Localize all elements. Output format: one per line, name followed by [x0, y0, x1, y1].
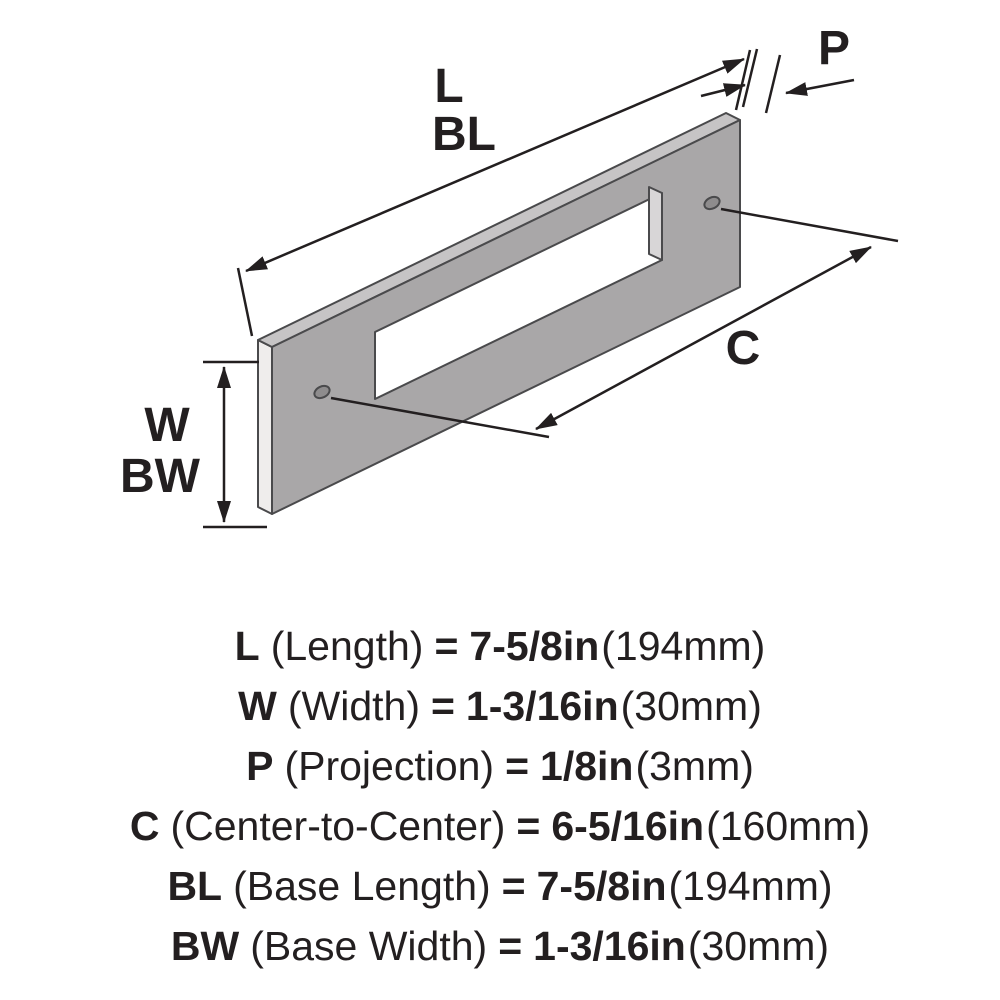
spec-metric: (30mm)	[687, 923, 830, 969]
center-to-center-label: C	[726, 322, 761, 375]
spec-code: L	[234, 623, 260, 669]
spec-metric: (3mm)	[635, 743, 754, 789]
equals-sign: =	[505, 743, 530, 789]
spec-value: 6-5/16in	[551, 803, 705, 849]
spec-name: (Length)	[270, 623, 424, 669]
spec-row-projection: P(Projection)=1/8in(3mm)	[0, 736, 1000, 796]
cutout-inner-wall	[648, 186, 663, 261]
equals-sign: =	[498, 923, 523, 969]
projection-label: P	[818, 22, 850, 75]
spec-value: 1-3/16in	[465, 683, 619, 729]
handle-dimension-drawing: L BL P C W BW	[120, 22, 899, 529]
spec-metric: (30mm)	[620, 683, 762, 729]
plate-side-face	[257, 339, 273, 515]
spec-name: (Base Length)	[233, 863, 491, 909]
width-label: W	[144, 399, 190, 452]
center-dimension-line	[535, 245, 872, 431]
spec-value: 7-5/8in	[536, 863, 667, 909]
projection-arrow-left	[700, 83, 746, 98]
equals-sign: =	[501, 863, 526, 909]
dimension-length: L BL	[236, 49, 752, 337]
spec-row-width: W(Width)=1-3/16in(30mm)	[0, 676, 1000, 736]
length-dimension-line	[245, 57, 745, 273]
spec-row-base-width: BW(Base Width)=1-3/16in(30mm)	[0, 916, 1000, 976]
spec-metric: (194mm)	[668, 863, 833, 909]
spec-name: (Width)	[287, 683, 420, 729]
projection-extension-line-back	[741, 48, 759, 108]
handle-illustration	[257, 112, 741, 515]
spec-list: L(Length)=7-5/8in(194mm) W(Width)=1-3/16…	[0, 616, 1000, 976]
spec-code: BL	[167, 863, 223, 909]
dimension-projection: P	[700, 22, 855, 114]
spec-code: P	[246, 743, 274, 789]
equals-sign: =	[430, 683, 455, 729]
center-extension-line-left	[330, 396, 550, 439]
center-extension-line-right	[720, 207, 899, 243]
spec-code: C	[129, 803, 160, 849]
spec-name: (Projection)	[284, 743, 495, 789]
equals-sign: =	[516, 803, 541, 849]
base-length-label: BL	[432, 108, 496, 161]
spec-value: 1-3/16in	[533, 923, 686, 969]
spec-name: (Center-to-Center)	[170, 803, 506, 849]
projection-extension-line-front	[764, 54, 782, 114]
length-extension-line-left	[236, 267, 254, 337]
spec-code: W	[238, 683, 277, 729]
spec-code: BW	[170, 923, 240, 969]
projection-arrow-right	[785, 78, 855, 96]
equals-sign: =	[434, 623, 459, 669]
spec-row-base-length: BL(Base Length)=7-5/8in(194mm)	[0, 856, 1000, 916]
screw-hole-left	[313, 384, 331, 400]
dimension-width: W BW	[120, 360, 267, 529]
spec-value: 1/8in	[540, 743, 634, 789]
dimension-center-to-center: C	[330, 207, 899, 439]
spec-metric: (160mm)	[706, 803, 871, 849]
base-width-label: BW	[120, 450, 201, 503]
spec-metric: (194mm)	[601, 623, 766, 669]
spec-value: 7-5/8in	[469, 623, 600, 669]
spec-row-length: L(Length)=7-5/8in(194mm)	[0, 616, 1000, 676]
spec-name: (Base Width)	[250, 923, 488, 969]
spec-row-center-to-center: C(Center-to-Center)=6-5/16in(160mm)	[0, 796, 1000, 856]
length-label: L	[434, 60, 463, 113]
